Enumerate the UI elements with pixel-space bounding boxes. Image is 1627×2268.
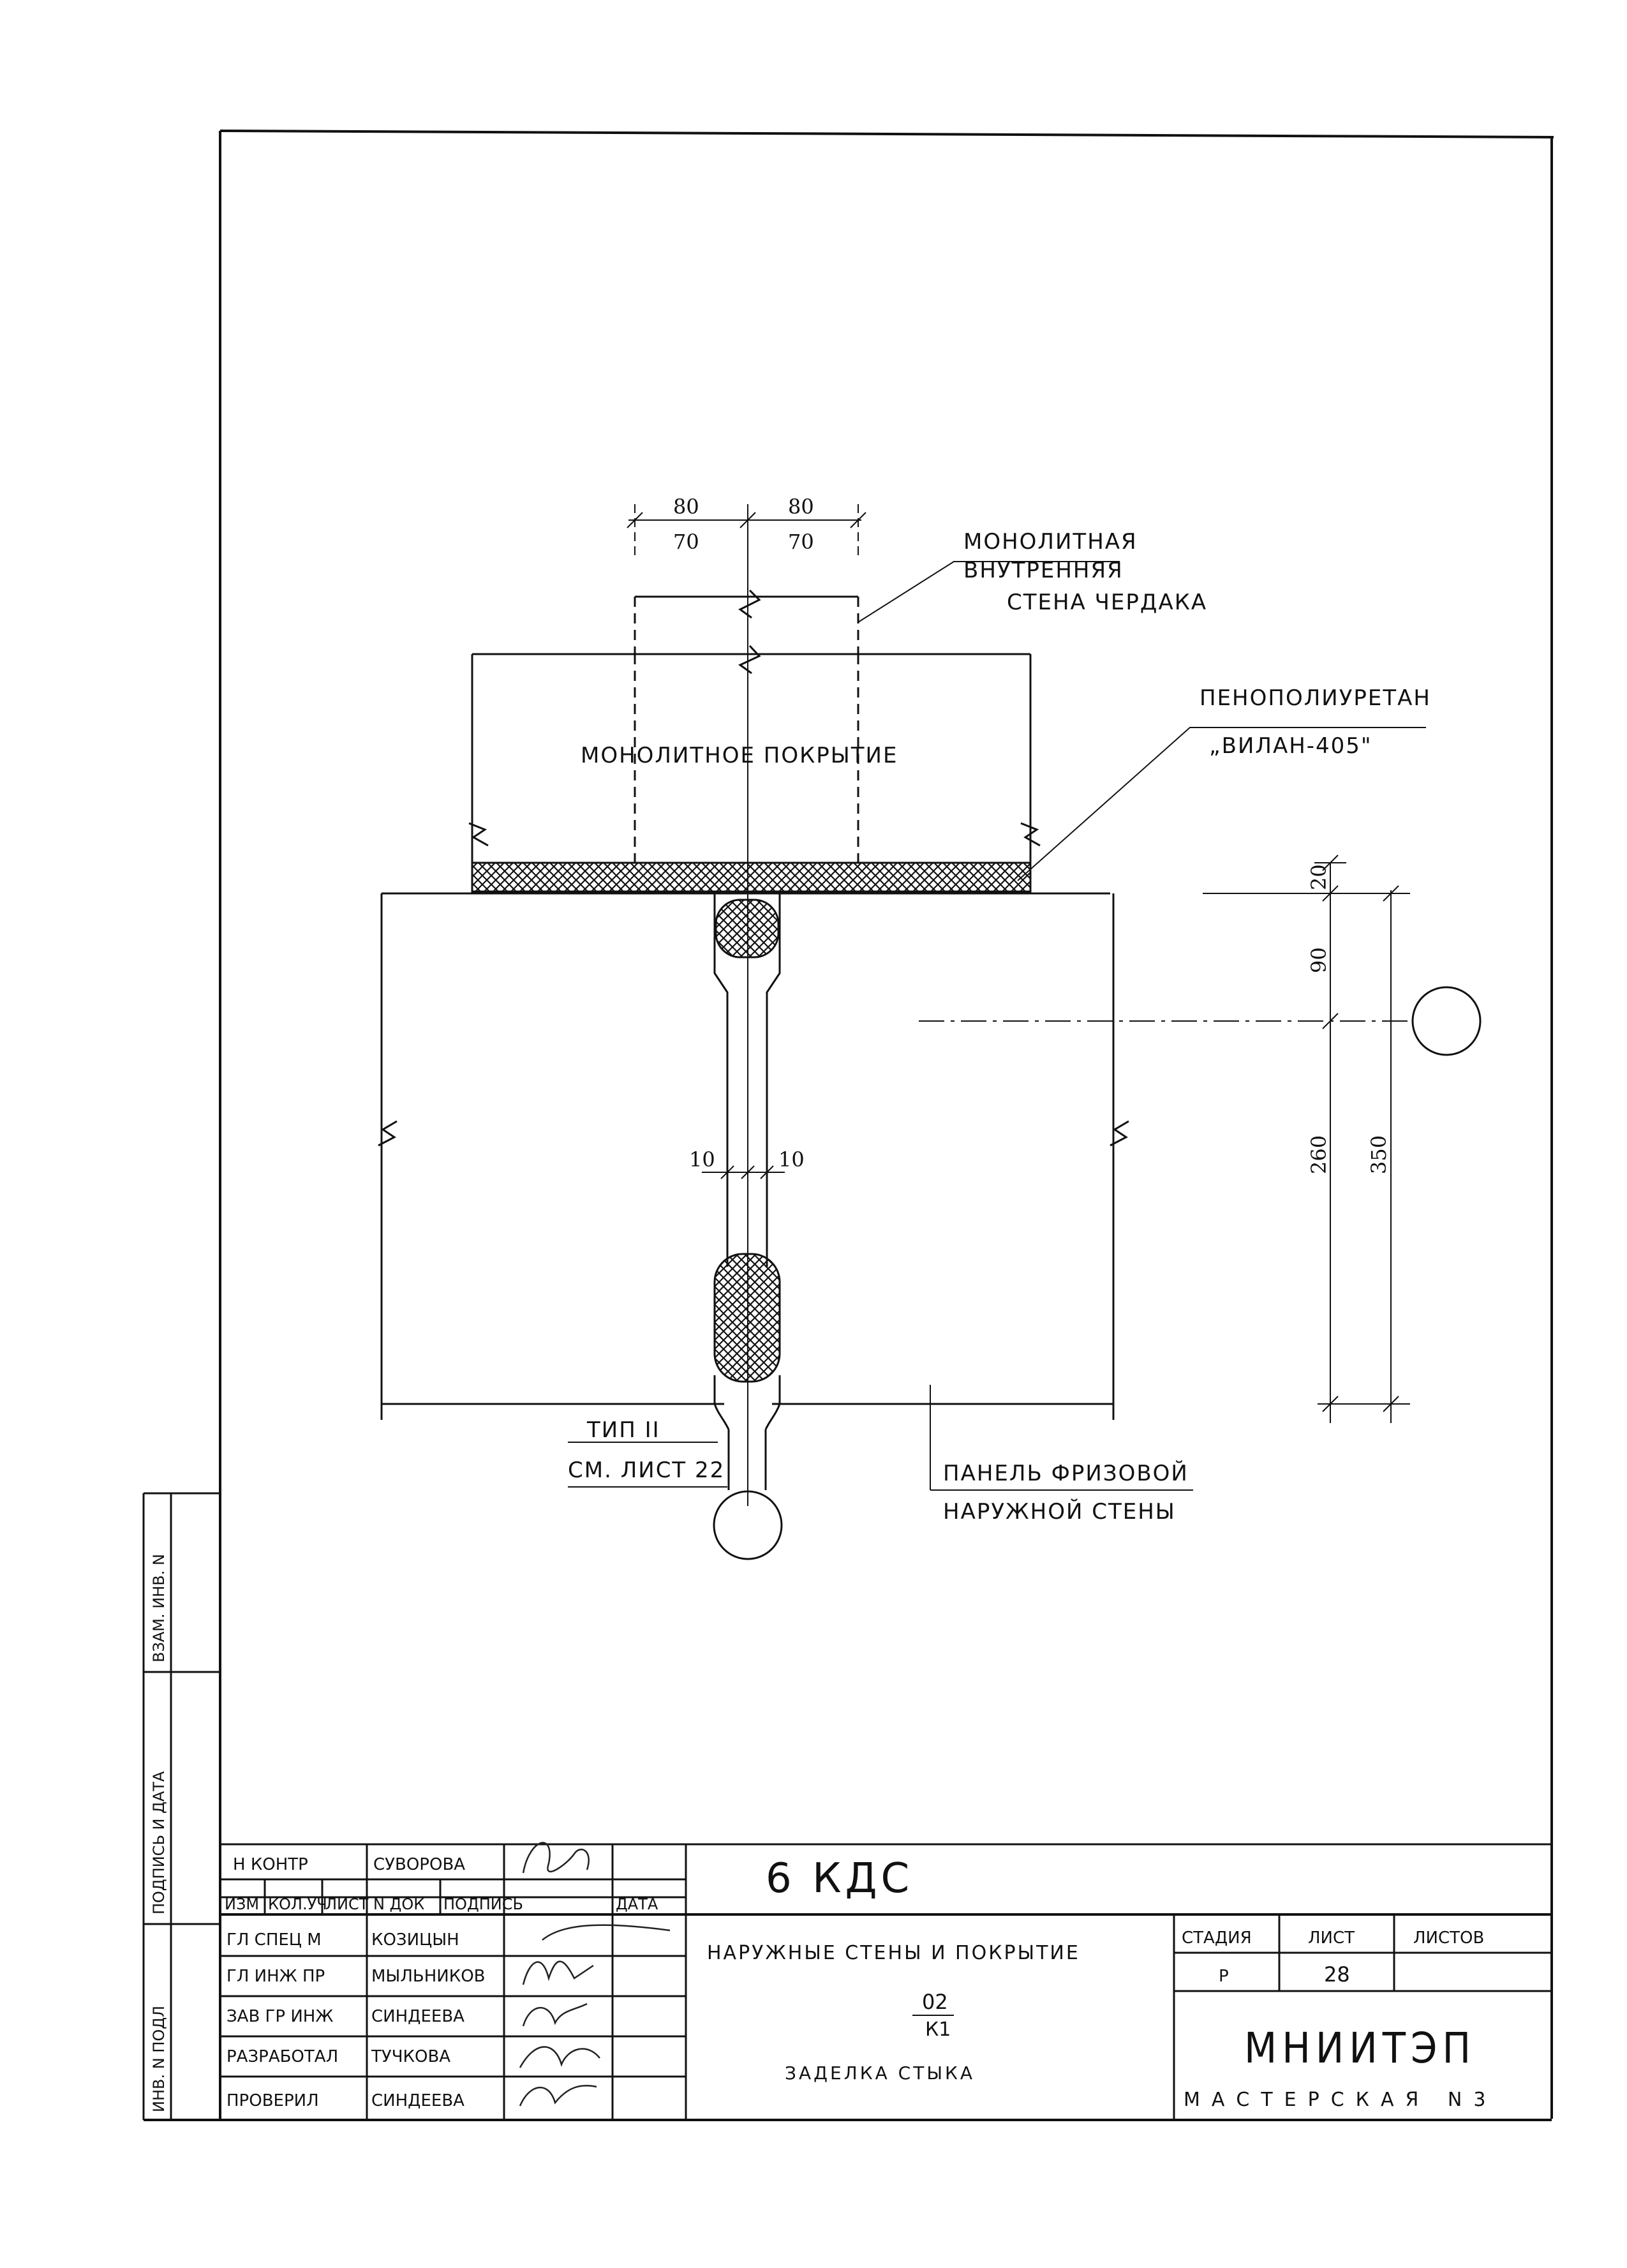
dim-r20: 20 [1307,864,1331,890]
dim-r260: 260 [1307,1135,1331,1174]
tb-sheet-value: 28 [1324,1962,1350,1987]
label-foam-2: „ВИЛАН-405" [1209,733,1372,759]
side-stamp-vzam: ВЗАМ. ИНВ. N [150,1554,168,1662]
tb-role-1: ГЛ СПЕЦ М [227,1930,322,1950]
title-block [220,1843,1552,2120]
tb-header-data: ДАТА [616,1895,658,1913]
side-stamp [142,1492,220,2120]
tb-role-4: РАЗРАБОТАЛ [227,2047,338,2066]
tb-sheet-label: ЛИСТ [1308,1929,1355,1948]
document-code: 6 КДС [766,1855,913,1902]
joint-channel [713,893,781,1506]
leader-lines [568,561,1426,1491]
tb-header-ndok: N ДОК [373,1895,424,1913]
dim-r350: 350 [1367,1135,1391,1174]
label-foam-1: ПЕНОПОЛИУРЕТАН [1200,685,1431,711]
tb-name-4: ТУЧКОВА [371,2047,450,2066]
org-name: МНИИТЭП [1244,2024,1476,2073]
dim-r90: 90 [1307,947,1331,973]
tb-name-0: СУВОРОВА [373,1855,465,1874]
tb-header-list: ЛИСТ [325,1895,369,1913]
tb-role-2: ГЛ ИНЖ ПР [227,1967,325,1986]
label-panel-2: НАРУЖНОЙ СТЕНЫ [943,1498,1176,1525]
joint-detail-drawing [378,504,1482,1560]
tb-sheets-label: ЛИСТОВ [1413,1929,1484,1948]
dim-top-right-inner: 70 [788,530,814,554]
section-marker-bottom [713,1490,783,1560]
label-inner-wall-3: СТЕНА ЧЕРДАКА [1007,590,1207,615]
side-stamp-podpis: ПОДПИСЬ И ДАТА [150,1771,168,1914]
monolithic-slab [468,645,1041,863]
tb-name-1: КОЗИЦЫН [371,1930,459,1950]
frieze-panels [378,892,1129,1423]
tb-name-5: СИНДЕЕВА [371,2091,464,2110]
label-type-2: СМ. ЛИСТ 22 [568,1458,725,1483]
dim-top-left-outer: 80 [673,495,699,519]
right-dimensions [1203,854,1410,1423]
tb-role-0: Н КОНТР [233,1855,308,1874]
label-panel-1: ПАНЕЛЬ ФРИЗОВОЙ [943,1460,1189,1486]
dim-gap-left: 10 [689,1147,715,1172]
tb-name-3: СИНДЕЕВА [371,2007,464,2026]
label-slab: МОНОЛИТНОЕ ПОКРЫТИЕ [581,743,898,768]
section-marker-right [1411,986,1482,1056]
tb-header-podpis: ПОДПИСЬ [443,1895,523,1913]
sheet-frame [144,130,1554,2121]
label-inner-wall-2: ВНУТРЕННЯЯ [963,558,1124,583]
label-type-1: ТИП II [586,1417,660,1443]
gap-dimension [702,1165,785,1179]
dim-gap-right: 10 [778,1147,805,1172]
top-dimensions [627,504,866,555]
tb-role-3: ЗАВ ГР ИНЖ [227,2007,333,2026]
inner-attic-wall [634,589,859,660]
tb-header-kol: КОЛ.УЧ [268,1895,327,1913]
tb-description-line1: НАРУЖНЫЕ СТЕНЫ И ПОКРЫТИЕ [707,1942,1080,1964]
tb-header-izm: ИЗМ [225,1895,259,1913]
dim-top-left-inner: 70 [673,530,699,554]
tb-description-line3: ЗАДЕЛКА СТЫКА [785,2063,975,2084]
tb-role-5: ПРОВЕРИЛ [227,2091,319,2110]
tb-description-num: 02 [922,1990,948,2014]
signatures [519,1842,671,2107]
foam-layer [471,862,1032,893]
label-inner-wall-1: МОНОЛИТНАЯ [963,529,1138,555]
tb-name-2: МЫЛЬНИКОВ [371,1967,486,1986]
tb-stage-label: СТАДИЯ [1182,1929,1252,1948]
side-stamp-inv: ИНВ. N ПОДЛ [150,2006,168,2112]
tb-stage-value: Р [1219,1967,1229,1986]
dim-top-right-outer: 80 [788,495,814,519]
org-workshop: МАСТЕРСКАЯ N3 [1184,2089,1497,2111]
tb-description-sub: К1 [925,2018,951,2041]
